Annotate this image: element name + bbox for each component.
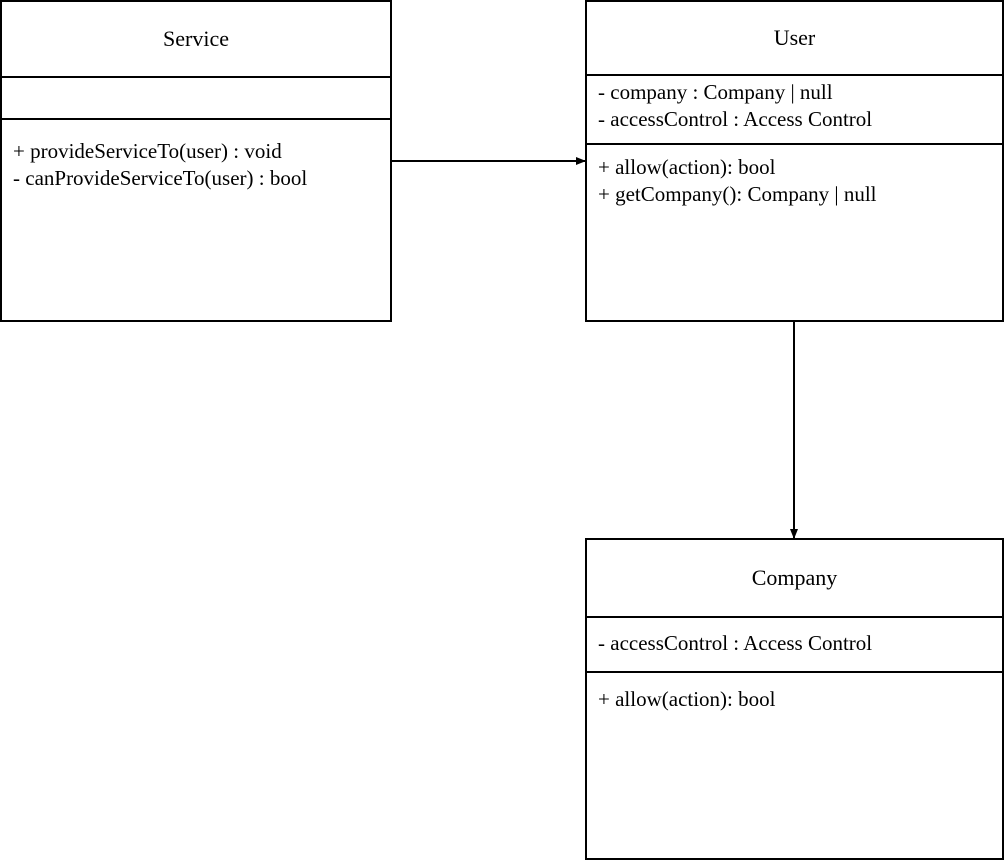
class-user-name: User [587, 2, 1002, 76]
class-service-attributes [2, 78, 390, 120]
class-service[interactable]: Service + provideServiceTo(user) : void … [0, 0, 392, 322]
user-attribute-access-control: - accessControl : Access Control [598, 107, 873, 131]
class-service-name: Service [2, 2, 390, 78]
user-operation-get-company: + getCompany(): Company | null [598, 182, 877, 206]
user-attribute-company: - company : Company | null [598, 80, 833, 104]
class-user-attributes: - company : Company | null - accessContr… [587, 76, 1002, 145]
class-user-operations: + allow(action): bool + getCompany(): Co… [587, 145, 1002, 320]
class-service-operations: + provideServiceTo(user) : void - canPro… [2, 120, 390, 320]
class-user[interactable]: User - company : Company | null - access… [585, 0, 1004, 322]
company-attribute-access-control: - accessControl : Access Control [598, 631, 873, 655]
company-operation-allow: + allow(action): bool [598, 687, 776, 711]
class-company-name: Company [587, 540, 1002, 618]
class-company-operations: + allow(action): bool [587, 673, 1002, 858]
user-operation-allow: + allow(action): bool [598, 155, 776, 179]
class-company[interactable]: Company - accessControl : Access Control… [585, 538, 1004, 860]
service-operation-can-provide-service-to: - canProvideServiceTo(user) : bool [13, 166, 308, 190]
service-operation-provide-service-to: + provideServiceTo(user) : void [13, 139, 282, 163]
class-company-attributes: - accessControl : Access Control [587, 618, 1002, 673]
